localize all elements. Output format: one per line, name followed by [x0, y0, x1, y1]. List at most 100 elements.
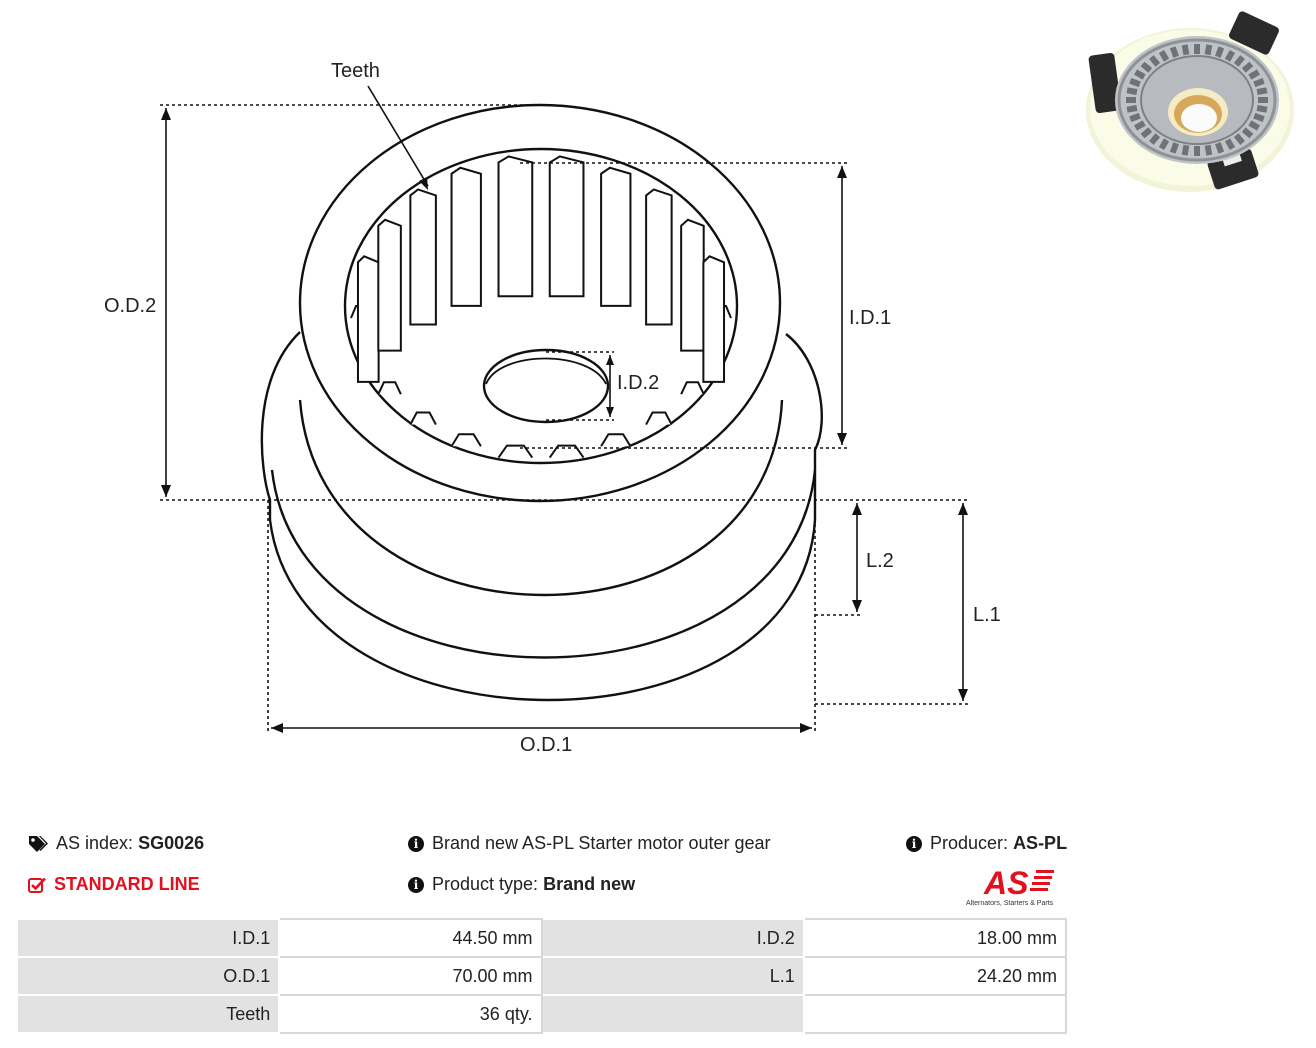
photo-tooth — [1181, 144, 1190, 156]
product-type-value: Brand new — [543, 874, 636, 894]
gear-tooth — [497, 444, 534, 459]
photo-tooth — [1256, 87, 1268, 95]
spec-value: 70.00 mm — [278, 956, 543, 996]
photo-tooth — [1256, 105, 1268, 113]
gear-tooth — [497, 155, 534, 298]
photo-tooth — [1204, 144, 1213, 156]
gear-tooth — [600, 433, 632, 447]
photo-tooth — [1129, 78, 1141, 88]
logo-mark: AS — [983, 865, 1029, 901]
photo-tooth — [1158, 50, 1170, 62]
info-icon: i — [906, 835, 922, 852]
photo-tooth — [1134, 69, 1146, 80]
gear-tooth — [548, 444, 585, 459]
description: i Brand new AS-PL Starter motor outer ge… — [408, 833, 771, 854]
photo-tooth — [1169, 142, 1179, 154]
technical-drawing: Teeth O.D.2 I.D.1 I.D.2 L.2 L.1 O.D.1 — [104, 60, 1001, 756]
photo-tooth — [1241, 61, 1254, 73]
description-text: Brand new AS-PL Starter motor outer gear — [432, 833, 771, 853]
gear-tooth — [645, 411, 673, 426]
photo-tooth — [1194, 146, 1200, 156]
photo-tooth — [1129, 112, 1141, 122]
photo-tooth — [1140, 127, 1153, 139]
spec-key: I.D.2 — [540, 918, 805, 958]
spec-key: O.D.1 — [15, 956, 281, 996]
info-icon: i — [408, 835, 424, 852]
photo-clip-left — [1088, 52, 1122, 114]
label-id1: I.D.1 — [849, 307, 891, 329]
photo-tooth — [1140, 61, 1153, 73]
gear-tooth — [356, 255, 380, 383]
photo-tooth — [1204, 44, 1213, 56]
photo-clip-top — [1229, 11, 1279, 55]
tags-icon — [29, 835, 48, 852]
photo-tooth — [1181, 44, 1190, 56]
gear-tooth — [409, 411, 437, 426]
photo-tooth — [1233, 55, 1245, 67]
gear-tooth — [645, 188, 673, 326]
gear-tooth — [680, 218, 705, 352]
spec-key: L.1 — [540, 956, 805, 996]
spec-value: 36 qty. — [278, 994, 543, 1034]
info-icon: i — [408, 876, 424, 893]
photo-tooth — [1241, 127, 1254, 139]
photo-tooth — [1253, 78, 1265, 88]
product-type: i Product type: Brand new — [408, 874, 635, 895]
photo-tooth — [1149, 133, 1161, 145]
spec-key — [540, 994, 805, 1034]
photo-tooth — [1248, 69, 1260, 80]
inner-rim — [343, 147, 739, 465]
gear-tooth — [409, 188, 437, 326]
check-square-icon — [28, 877, 46, 893]
spec-value: 44.50 mm — [278, 918, 543, 958]
gear-tooth — [450, 166, 482, 307]
flange-band — [270, 469, 817, 659]
gear-tooth — [450, 433, 482, 447]
label-id2: I.D.2 — [617, 372, 659, 394]
spec-key: I.D.1 — [15, 918, 281, 958]
logo-tagline: Alternators, Starters & Parts — [966, 900, 1054, 907]
standard-line-text: STANDARD LINE — [54, 874, 200, 894]
spec-value — [802, 994, 1068, 1034]
photo-tooth — [1169, 46, 1179, 58]
photo-tooth — [1158, 138, 1170, 150]
spec-value: 24.20 mm — [802, 956, 1068, 996]
gear-tooth — [600, 166, 632, 307]
product-photo — [1086, 11, 1294, 192]
photo-tooth — [1149, 55, 1161, 67]
photo-tooth — [1194, 44, 1200, 54]
gear-tooth — [680, 381, 705, 395]
gear-tooth — [702, 255, 726, 383]
label-teeth: Teeth — [331, 60, 380, 82]
gear-tooth — [377, 381, 402, 395]
product-type-label: Product type: — [432, 874, 539, 894]
photo-tooth — [1233, 133, 1245, 145]
as-index-label: AS index: — [56, 833, 134, 853]
photo-tooth — [1215, 46, 1225, 58]
photo-tooth — [1224, 138, 1236, 150]
gear-tooth — [548, 155, 585, 298]
gear-teeth — [350, 155, 732, 459]
standard-line: STANDARD LINE — [28, 874, 200, 895]
label-l2: L.2 — [866, 550, 894, 572]
producer: i Producer: AS-PL — [906, 833, 1067, 854]
spec-key: Teeth — [15, 994, 281, 1034]
label-od1: O.D.1 — [520, 734, 572, 756]
photo-tooth — [1126, 97, 1136, 103]
body-lower-arc — [298, 399, 784, 597]
photo-tooth — [1248, 120, 1260, 131]
label-l1: L.1 — [973, 604, 1001, 626]
flange-outline — [260, 331, 823, 702]
spec-value: 18.00 mm — [802, 918, 1068, 958]
photo-tooth — [1126, 105, 1138, 113]
as-index: AS index: SG0026 — [28, 833, 204, 854]
photo-tooth — [1258, 97, 1268, 103]
photo-gear-teeth — [1126, 44, 1268, 156]
photo-tooth — [1253, 112, 1265, 122]
photo-tooth — [1224, 50, 1236, 62]
bore — [482, 348, 610, 424]
photo-tooth — [1126, 87, 1138, 95]
